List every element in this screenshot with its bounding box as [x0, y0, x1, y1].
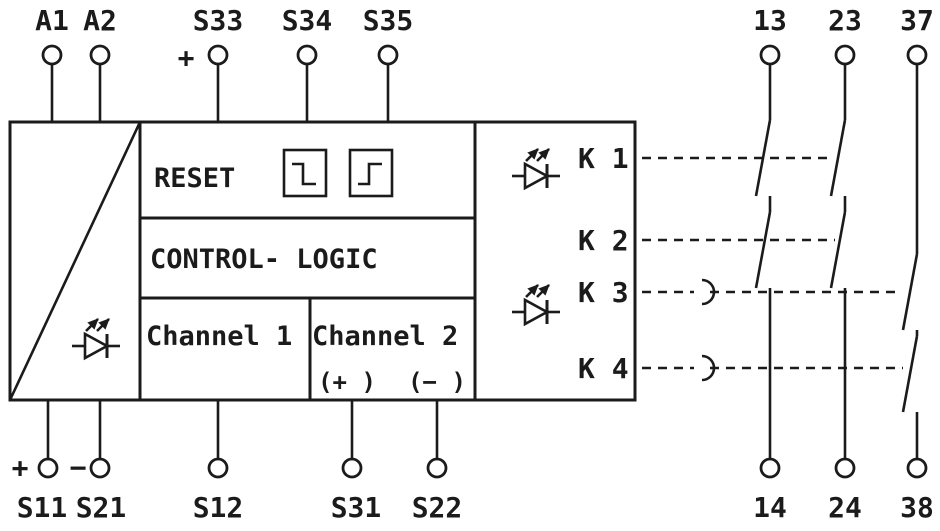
power-supply-diagonal: [8, 121, 142, 401]
polarity-plus-s11: +: [12, 451, 29, 484]
terminal-s33-circle: [207, 44, 229, 66]
terminal-label-a1: A1: [35, 4, 69, 37]
channel2-plus-label: (+ ): [318, 368, 376, 396]
relay-label-k3: K 3: [578, 276, 629, 309]
terminal-label-14: 14: [753, 491, 787, 524]
contact-blade-k2-a: [754, 211, 772, 289]
terminal-s31-circle: [341, 457, 363, 479]
terminal-label-s22: S22: [412, 491, 463, 524]
led-indicator-icon-input: [72, 318, 120, 361]
channel2-minus-label: (− ): [408, 368, 466, 396]
terminal-s22-circle: [426, 457, 448, 479]
terminal-label-38: 38: [900, 491, 934, 524]
terminal-s12-circle: [207, 457, 229, 479]
terminal-label-s11: S11: [17, 491, 68, 524]
control-logic-label: CONTROL- LOGIC: [150, 244, 378, 275]
terminal-13-circle: [759, 44, 781, 66]
contact-blade-k2-b: [829, 211, 847, 289]
contact-blade-k3: [901, 253, 919, 331]
relay-linkage-lines: [642, 156, 903, 382]
contact-chain-37-38: [901, 64, 928, 479]
terminal-s34-circle: [296, 44, 318, 66]
falling-edge-icon: [282, 148, 328, 198]
terminal-label-23: 23: [828, 4, 862, 37]
terminal-37-circle: [906, 44, 928, 66]
main-block: [8, 120, 637, 402]
relay-label-k4: K 4: [578, 352, 629, 385]
contact-blade-k1-b: [829, 119, 847, 197]
terminal-24-circle: [834, 457, 856, 479]
terminal-label-s21: S21: [76, 491, 127, 524]
terminal-s21-circle: [89, 457, 111, 479]
terminal-label-24: 24: [828, 491, 862, 524]
terminal-38-circle: [906, 457, 928, 479]
terminal-label-s34: S34: [282, 4, 333, 37]
terminal-23-circle: [834, 44, 856, 66]
contact-chain-23-24: [829, 64, 856, 479]
contact-blade-k4: [901, 335, 919, 413]
terminal-s11-circle: [37, 457, 59, 479]
reset-block-label: RESET: [154, 163, 235, 194]
channel2-block-label: Channel 2: [312, 321, 458, 352]
led-indicator-icon-k1: [512, 148, 560, 191]
rising-edge-icon: [348, 148, 394, 198]
terminal-14-circle: [759, 457, 781, 479]
bottom-terminals: [37, 400, 448, 479]
top-terminal-labels: A1 A2 S33 S34 S35 + 13 23 37: [35, 4, 934, 74]
terminal-label-a2: A2: [83, 4, 117, 37]
relay-label-k1: K 1: [578, 142, 629, 175]
top-terminals: [41, 44, 928, 122]
led-indicator-icon-k3: [512, 284, 560, 327]
terminal-label-s31: S31: [331, 491, 382, 524]
bottom-terminal-labels: + − S11 S21 S12 S31 S22 14 24 38: [12, 451, 934, 524]
polarity-minus-s21: −: [70, 451, 87, 484]
contact-blade-k1-a: [754, 119, 772, 197]
relay-label-k2: K 2: [578, 224, 629, 257]
terminal-s35-circle: [377, 44, 399, 66]
contact-chain-13-14: [754, 64, 781, 479]
main-block-outline: [8, 120, 637, 402]
terminal-label-37: 37: [900, 4, 934, 37]
polarity-plus-s33: +: [178, 41, 195, 74]
terminal-a2-circle: [89, 44, 111, 66]
terminal-label-s12: S12: [193, 491, 244, 524]
terminal-label-s35: S35: [363, 4, 414, 37]
terminal-label-s33: S33: [193, 4, 244, 37]
terminal-label-13: 13: [753, 4, 787, 37]
terminal-a1-circle: [41, 44, 63, 66]
channel1-block-label: Channel 1: [146, 321, 292, 352]
